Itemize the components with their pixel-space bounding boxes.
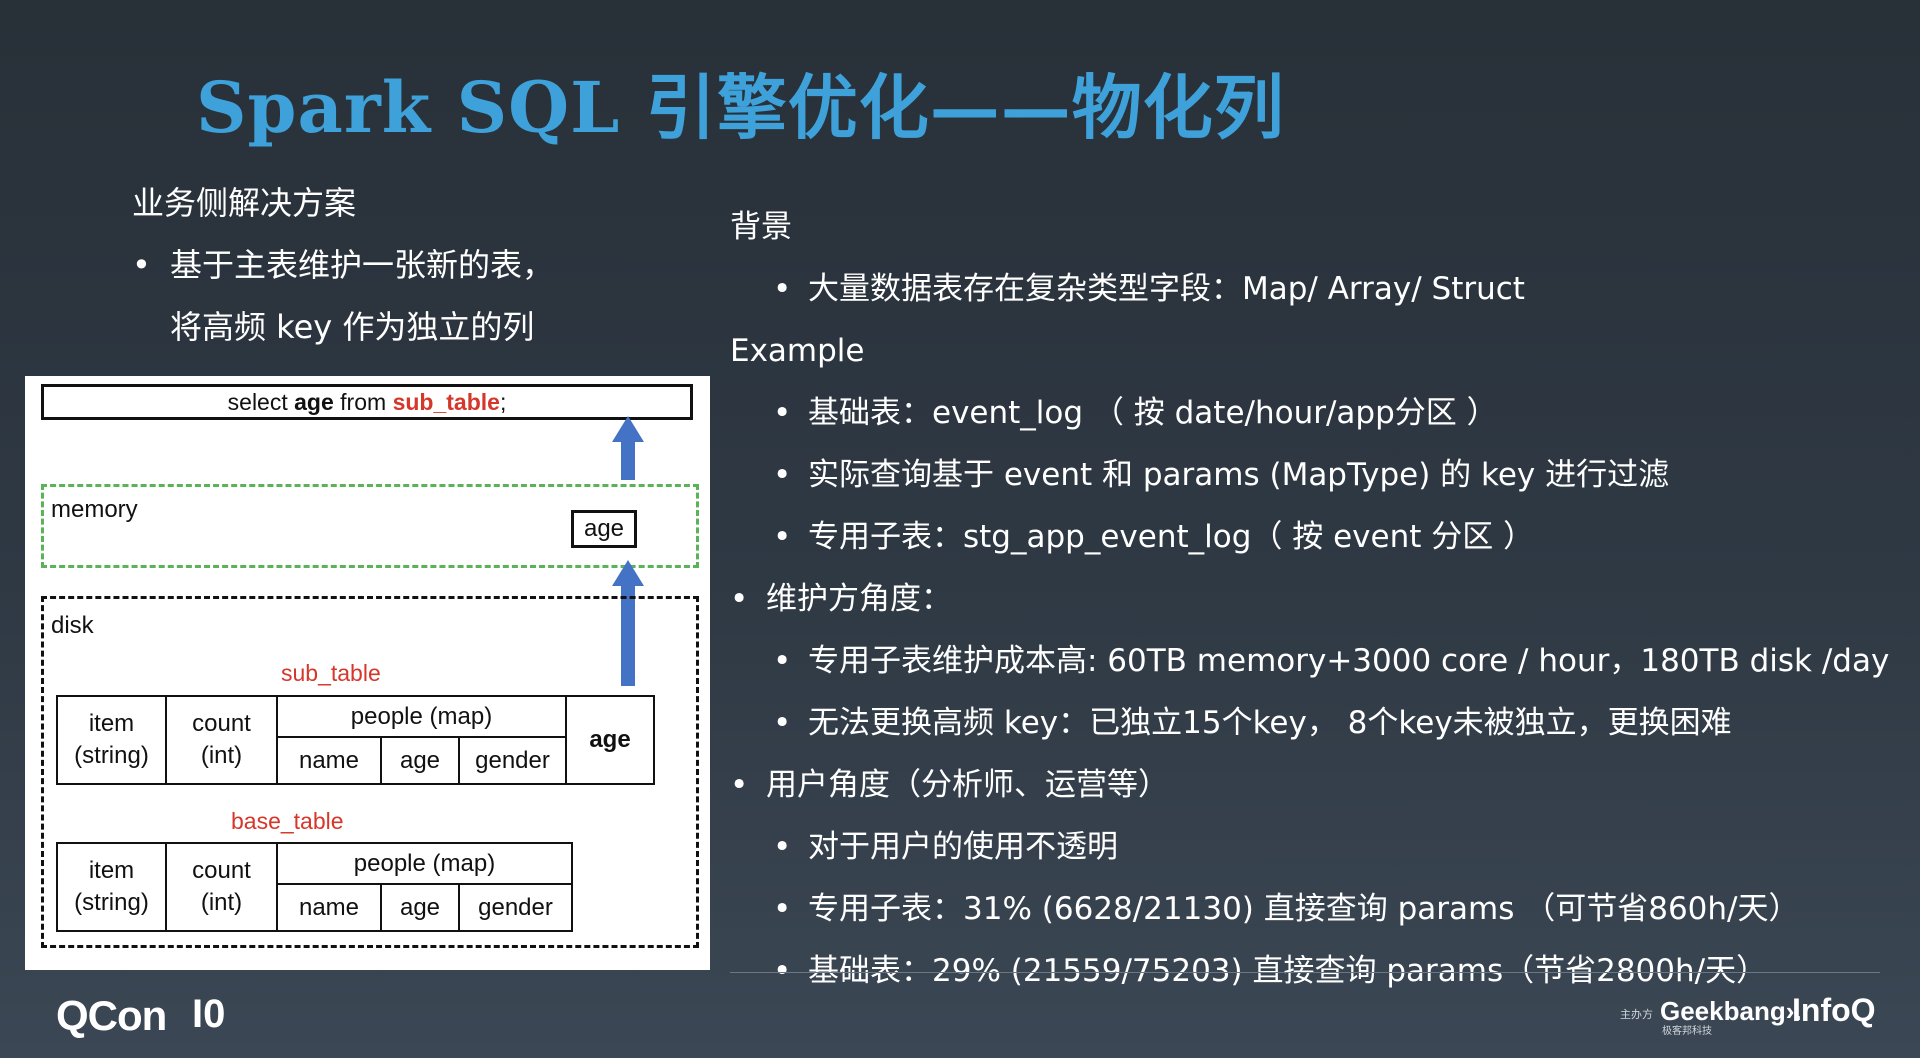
query-from: from [333,389,393,415]
sub-table-gender-subheader: gender [458,736,567,785]
sub-table: item(string) count(int) people (map) age… [56,695,655,785]
base-table-age-subheader: age [380,883,460,932]
footer-divider [730,972,1880,973]
solution-heading: 业务侧解决方案 [132,184,357,222]
geekbang-subtitle: 极客邦科技 [1662,1026,1712,1037]
base-table-name-subheader: name [276,883,382,932]
bullet-dot: • [773,395,792,431]
materialized-column-diagram: select age from sub_table; memory age di… [25,376,710,970]
background-line: • 对于用户的使用不透明 [730,816,1889,878]
base-table-people-header: people (map) [276,842,573,885]
qcon-logo: QCon [56,992,167,1039]
query-select: select [227,389,295,415]
background-line-text: 实际查询基于 event 和 params (MapType) 的 key 进行… [808,457,1670,493]
arrow-up-shaft-bottom [621,574,635,686]
background-line: • 基础表：29% (21559/75203) 直接查询 params（节省280… [730,940,1889,1002]
background-line: • 大量数据表存在复杂类型字段：Map/ Array/ Struct [730,258,1889,320]
background-line-text: 专用子表：stg_app_event_log（ 按 event 分区 ） [808,519,1535,555]
sponsor-label: 主办方 [1620,1008,1653,1021]
query-table: sub_table [392,389,500,415]
base-table-name: base_table [231,808,344,834]
bullet-dot: • [773,271,792,307]
arrow-up-head-bottom [612,560,644,586]
solution-section: 业务侧解决方案 基于主表维护一张新的表， 将高频 key 作为独立的列 [132,172,554,358]
geekbang-logo: Geekbang›. [1660,996,1802,1026]
memory-label: memory [51,496,138,523]
background-line: • 实际查询基于 event 和 params (MapType) 的 key 进… [730,444,1889,506]
disk-box [41,596,699,948]
disk-label: disk [51,612,94,639]
bullet-dot: • [773,519,792,555]
base-table: item(string) count(int) people (map) nam… [56,842,573,932]
arrow-up-head-top [612,416,644,442]
query-column: age [294,389,334,415]
background-line: Example [730,320,1889,382]
bullet-dot: • [730,767,749,803]
bullet-dot: • [773,457,792,493]
memory-age-column: age [571,510,637,548]
infoq-logo: InfoQ [1792,992,1876,1028]
bullet-dot: • [773,953,792,989]
query-end: ; [499,389,507,415]
memory-box [41,484,699,568]
background-line: • 专用子表：31% (6628/21130) 直接查询 params （可节省8… [730,878,1889,940]
bullet-dot: • [773,829,792,865]
solution-bullet: 基于主表维护一张新的表， [132,234,554,296]
sub-table-count-header: count(int) [165,695,278,785]
background-line: • 专用子表：stg_app_event_log（ 按 event 分区 ） [730,506,1889,568]
bullet-dot: • [773,891,792,927]
sub-table-item-header: item(string) [56,695,167,785]
background-line: • 用户角度（分析师、运营等） [730,754,1889,816]
sub-table-age-subheader: age [380,736,460,785]
sub-table-people-header: people (map) [276,695,567,738]
base-table-gender-subheader: gender [458,883,573,932]
background-line-text: 专用子表：31% (6628/21130) 直接查询 params （可节省86… [808,891,1800,927]
bullet-dot: • [730,581,749,617]
background-line: • 专用子表维护成本高: 60TB memory+3000 core / hour… [730,630,1889,692]
background-line: • 无法更换高频 key：已独立15个key， 8个key未被独立，更换困难 [730,692,1889,754]
background-line-text: 无法更换高频 key：已独立15个key， 8个key未被独立，更换困难 [808,705,1732,741]
background-line-text: 用户角度（分析师、运营等） [766,767,1169,803]
bullet-dot: • [773,705,792,741]
bullet-dot: • [773,643,792,679]
sql-query-box: select age from sub_table; [41,384,693,420]
arrow-up-shaft-top [621,440,635,480]
sub-table-age-column: age [565,695,655,785]
base-table-item-header: item(string) [56,842,167,932]
background-line-text: 专用子表维护成本高: 60TB memory+3000 core / hour，… [808,643,1890,679]
background-line-text: 对于用户的使用不透明 [808,829,1118,865]
background-line-text: 大量数据表存在复杂类型字段：Map/ Array/ Struct [808,271,1525,307]
slide-title: Spark SQL 引擎优化——物化列 [196,66,1285,149]
background-line-text: Example [730,333,865,369]
qcon-10-mark: I0 [192,992,226,1036]
background-line-text: 基础表：event_log （ 按 date/hour/app分区 ） [808,395,1498,431]
background-line: • 基础表：event_log （ 按 date/hour/app分区 ） [730,382,1889,444]
background-line-text: 维护方角度： [766,581,952,617]
sub-table-name: sub_table [281,660,381,686]
base-table-count-header: count(int) [165,842,278,932]
background-line: 背景 [730,196,1889,258]
solution-bullet-continued: 将高频 key 作为独立的列 [170,308,535,346]
sub-table-name-subheader: name [276,736,382,785]
background-line-text: 基础表：29% (21559/75203) 直接查询 params（节省2800… [808,953,1768,989]
background-line: • 维护方角度： [730,568,1889,630]
background-line-text: 背景 [730,209,792,245]
